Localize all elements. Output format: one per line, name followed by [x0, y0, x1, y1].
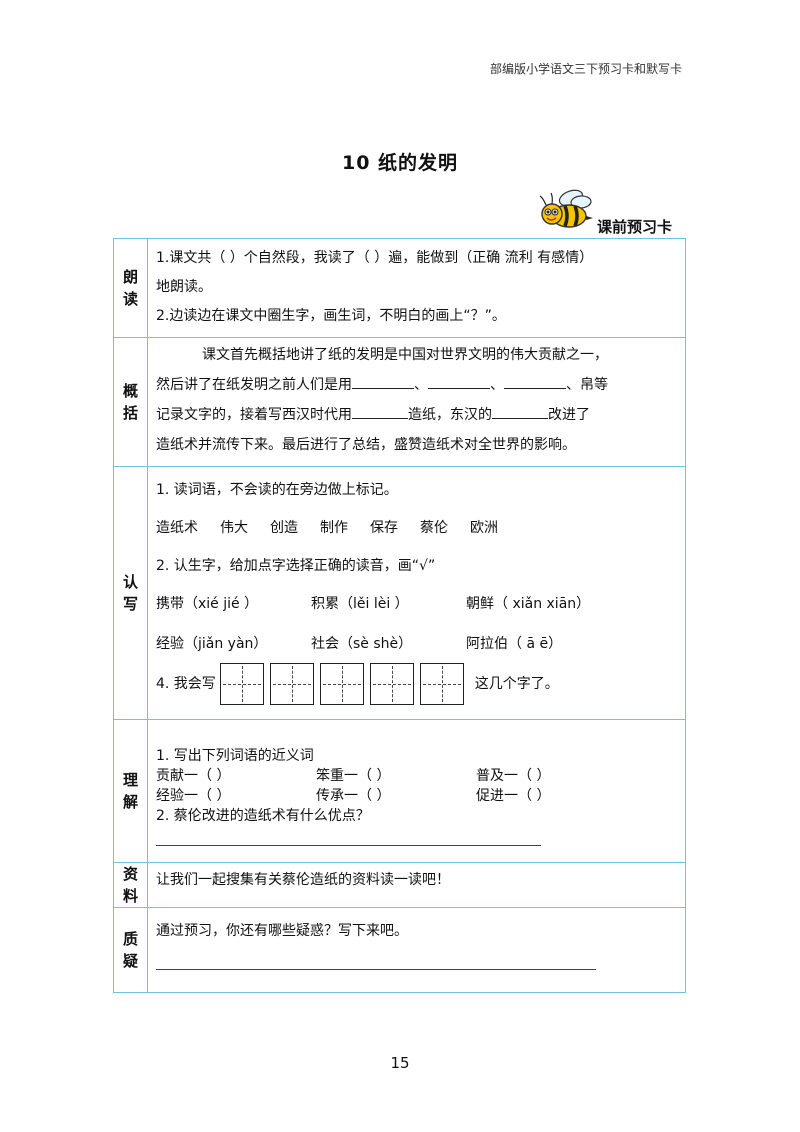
- pinyin-choice[interactable]: 携带（xié jié ）: [156, 596, 259, 612]
- section-questions: 质 疑 通过预习，你还有哪些疑惑？写下来吧。: [113, 907, 686, 993]
- answer-line[interactable]: [156, 968, 596, 970]
- pinyin-choice[interactable]: 社会（sè shè）: [311, 636, 413, 652]
- section-label: 资 料: [113, 862, 148, 908]
- section-label: 理 解: [113, 719, 148, 863]
- word-item: 制作: [320, 520, 348, 536]
- character-grid-box[interactable]: [420, 663, 465, 705]
- preview-sheet: 朗 读 1.课文共（ ）个自然段，我读了（ ）遍，能做到（正确 流利 有感情） …: [113, 238, 686, 993]
- character-grid-box[interactable]: [270, 663, 315, 705]
- pinyin-row: 携带（xié jié ） 积累（lěi lèi ） 朝鲜（ xiǎn xiān）: [156, 593, 677, 613]
- pinyin-row: 经验（jiǎn yàn） 社会（sè shè） 阿拉伯（ ā ē）: [156, 633, 677, 653]
- word-item: 创造: [270, 520, 298, 536]
- pinyin-choice[interactable]: 积累（lěi lèi ）: [311, 596, 409, 612]
- synonym-item[interactable]: 经验一（ ）: [156, 788, 231, 804]
- word-item: 造纸术: [156, 520, 198, 536]
- materials-text: 让我们一起搜集有关蔡伦造纸的资料读一读吧！: [156, 872, 450, 888]
- word-item: 保存: [370, 520, 398, 536]
- writing-prompt: 4. 我会写: [156, 676, 216, 692]
- questions-text: 通过预习，你还有哪些疑惑？写下来吧。: [156, 923, 408, 939]
- word-item: 欧洲: [470, 520, 498, 536]
- summary-line3: 记录文字的，接着写西汉时代用造纸，东汉的改进了: [156, 404, 677, 424]
- book-title: 部编版小学语文三下预习卡和默写卡: [489, 62, 682, 76]
- pinyin-choice[interactable]: 经验（jiǎn yàn）: [156, 636, 268, 652]
- word-item: 蔡伦: [420, 520, 448, 536]
- pinyin-choice[interactable]: 朝鲜（ xiǎn xiān）: [466, 596, 591, 612]
- synonym-row: 经验一（ ） 传承一（ ） 促进一（ ）: [156, 786, 677, 806]
- page-number: 15: [390, 1054, 410, 1072]
- reading-line1: 1.课文共（ ）个自然段，我读了（ ）遍，能做到（正确 流利 有感情）: [156, 250, 594, 266]
- recognize-q2: 2. 认生字，给加点字选择正确的读音，画“√”: [156, 558, 436, 574]
- section-label: 概 括: [113, 337, 148, 467]
- synonym-item[interactable]: 贡献一（ ）: [156, 768, 231, 784]
- synonym-item[interactable]: 促进一（ ）: [476, 788, 551, 804]
- answer-blank[interactable]: [428, 374, 490, 389]
- section-label: 认 写: [113, 466, 148, 720]
- summary-line2: 然后讲了在纸发明之前人们是用、、、帛等: [156, 374, 677, 394]
- writing-row: 4. 我会写 这几个字了。: [156, 663, 677, 705]
- section-reading: 朗 读 1.课文共（ ）个自然段，我读了（ ）遍，能做到（正确 流利 有感情） …: [113, 238, 686, 338]
- section-materials: 资 料 让我们一起搜集有关蔡伦造纸的资料读一读吧！: [113, 862, 686, 908]
- pinyin-choice[interactable]: 阿拉伯（ ā ē）: [466, 636, 563, 652]
- section-label: 朗 读: [113, 238, 148, 338]
- section-understand: 理 解 1. 写出下列词语的近义词 贡献一（ ） 笨重一（ ） 普及一（ ） 经验一…: [113, 719, 686, 863]
- understand-q1: 1. 写出下列词语的近义词: [156, 748, 314, 764]
- section-summary: 概 括 课文首先概括地讲了纸的发明是中国对世界文明的伟大贡献之一， 然后讲了在纸…: [113, 337, 686, 467]
- answer-blank[interactable]: [352, 374, 414, 389]
- section-recognize: 认 写 1. 读词语，不会读的在旁边做上标记。 造纸术伟大创造制作保存蔡伦欧洲 …: [113, 466, 686, 720]
- reading-line3: 2.边读边在课文中圈生字，画生词，不明白的画上“？”。: [156, 308, 506, 324]
- section-label: 质 疑: [113, 907, 148, 993]
- synonym-item[interactable]: 普及一（ ）: [476, 768, 551, 784]
- character-grid-box[interactable]: [220, 663, 265, 705]
- synonym-row: 贡献一（ ） 笨重一（ ） 普及一（ ）: [156, 766, 677, 786]
- reading-line2: 地朗读。: [156, 279, 212, 295]
- character-grid-box[interactable]: [320, 663, 365, 705]
- preview-card-label: 课前预习卡: [597, 218, 673, 236]
- word-item: 伟大: [220, 520, 248, 536]
- answer-blank[interactable]: [352, 404, 408, 419]
- synonym-item[interactable]: 笨重一（ ）: [316, 768, 391, 784]
- recognize-q1: 1. 读词语，不会读的在旁边做上标记。: [156, 482, 398, 498]
- understand-q2: 2. 蔡伦改进的造纸术有什么优点？: [156, 808, 370, 824]
- word-list: 造纸术 伟大 创造 制作 保存 蔡伦 欧洲: [156, 517, 677, 537]
- answer-blank[interactable]: [492, 404, 548, 419]
- summary-line4: 造纸术并流传下来。最后进行了总结，盛赞造纸术对全世界的影响。: [156, 437, 576, 453]
- answer-blank[interactable]: [504, 374, 566, 389]
- answer-line[interactable]: [156, 844, 541, 846]
- bee-icon: [539, 189, 593, 228]
- writing-suffix: 这几个字了。: [474, 676, 559, 692]
- lesson-title: 10 纸的发明: [341, 152, 459, 174]
- summary-line1: 课文首先概括地讲了纸的发明是中国对世界文明的伟大贡献之一，: [202, 347, 608, 363]
- synonym-item[interactable]: 传承一（ ）: [316, 788, 391, 804]
- character-grid-box[interactable]: [370, 663, 415, 705]
